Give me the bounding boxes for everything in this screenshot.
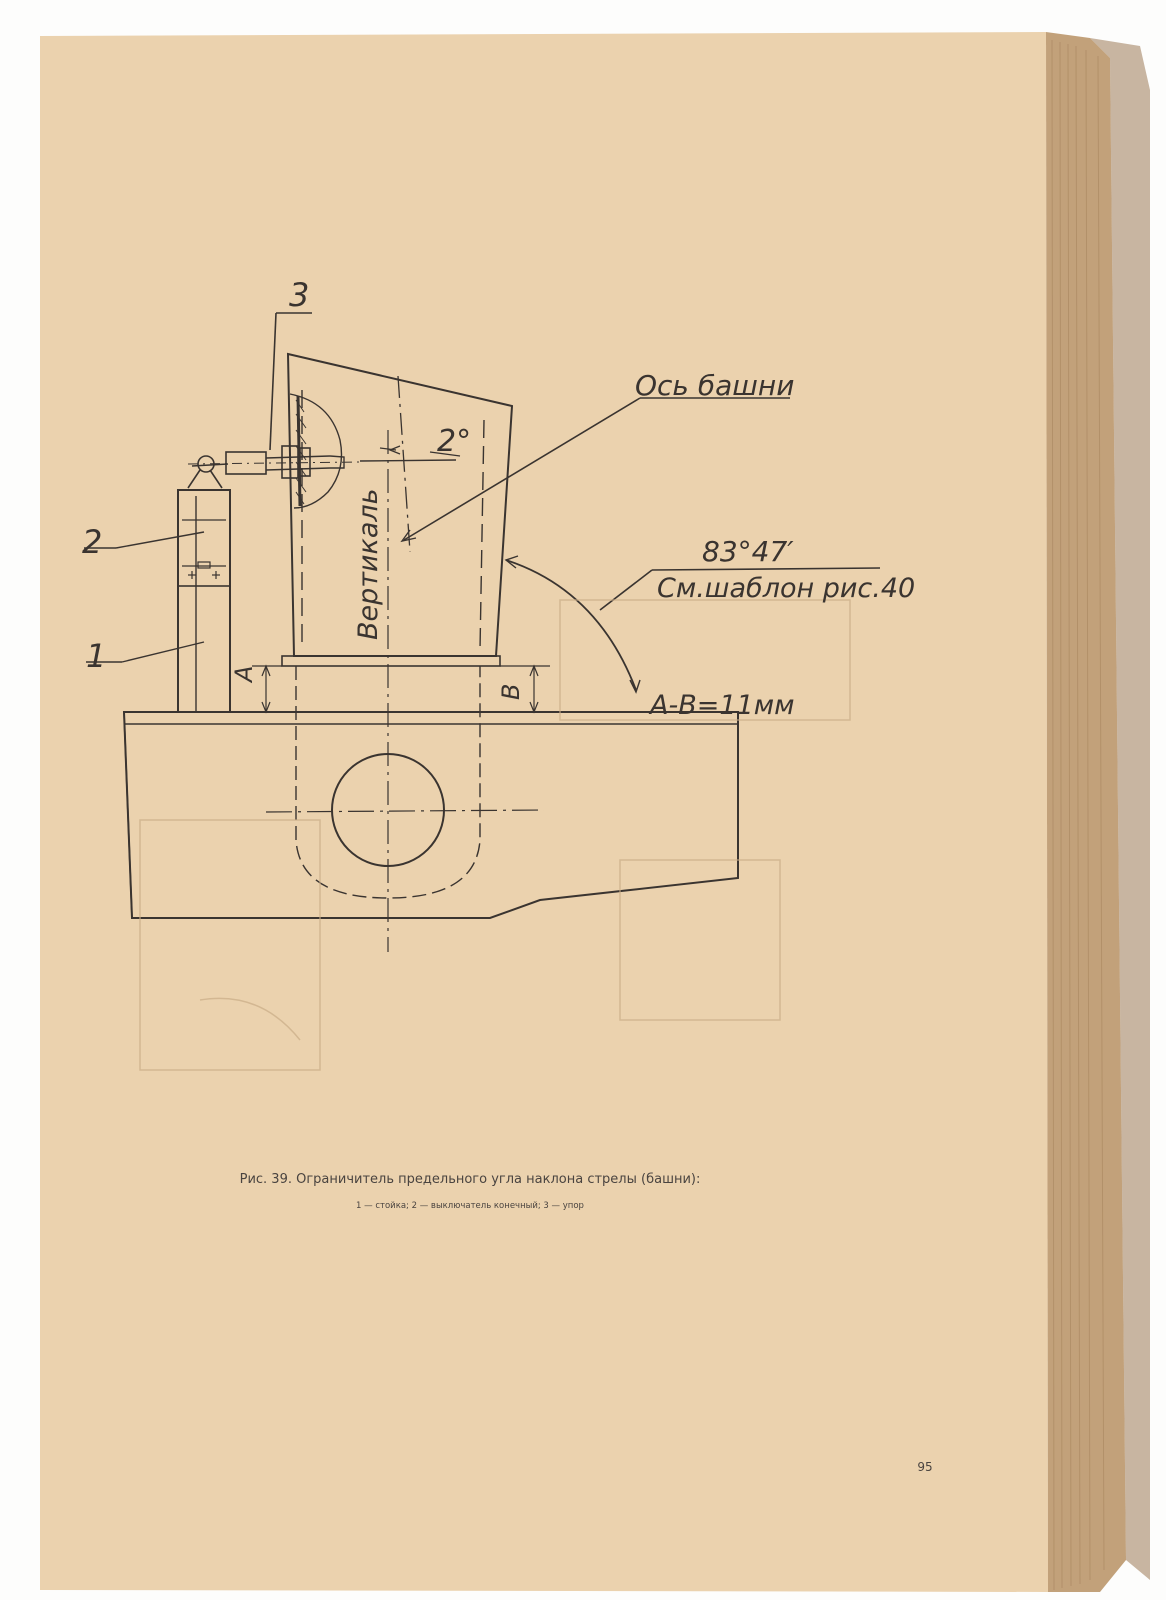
page-stack-edge — [1046, 32, 1126, 1592]
label-part-3: 3 — [289, 276, 310, 314]
limit-switch — [177, 489, 231, 587]
label-difference: A-B=11мм — [650, 690, 795, 721]
label-tilt-angle: 2° — [437, 424, 472, 459]
label-part-2: 2 — [82, 523, 103, 561]
label-vertical: Вертикаль — [353, 488, 384, 640]
figure-caption: Рис. 39. Ограничитель предельного угла н… — [239, 1172, 701, 1187]
label-dim-b: B — [497, 683, 525, 700]
base-plate — [281, 655, 501, 667]
drawing — [84, 312, 881, 952]
label-tower-axis: Ось башни — [635, 369, 795, 402]
book-page — [40, 32, 1048, 1592]
label-dim-a: A — [230, 665, 258, 682]
figure-legend: 1 — стойка; 2 — выключатель конечный; 3 … — [356, 1201, 584, 1211]
label-template-ref: См.шаблон рис.40 — [657, 573, 916, 604]
angle-arc — [505, 559, 637, 691]
label-angle-value: 83°47′ — [702, 535, 794, 568]
stop-bolt — [225, 451, 267, 475]
page-number: 95 — [917, 1460, 933, 1474]
pivot-pin — [331, 753, 445, 867]
label-part-1: 1 — [86, 637, 107, 675]
